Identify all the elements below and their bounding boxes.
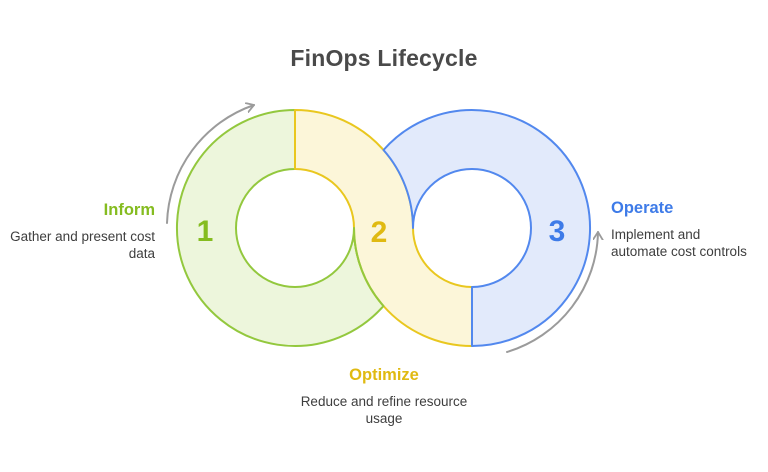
phase-number-1: 1 xyxy=(197,215,214,248)
operate-ring-segment xyxy=(382,109,592,347)
inform-flow-arrow-icon xyxy=(166,105,255,224)
inform-optimize-boundary xyxy=(353,227,385,307)
inform-description: Gather and present cost data xyxy=(10,229,155,261)
phase-number-3: 3 xyxy=(549,215,566,248)
operate-description: Implement and automate cost controls xyxy=(611,227,747,259)
phase-number-2: 2 xyxy=(371,216,388,249)
operate-label-block: Operate Implement and automate cost cont… xyxy=(611,199,747,260)
optimize-label: Optimize xyxy=(349,366,419,384)
inform-label: Inform xyxy=(103,201,155,219)
optimize-label-block: Optimize Reduce and refine resource usag… xyxy=(0,366,768,427)
operate-flow-arrow-icon xyxy=(506,231,598,353)
operate-label: Operate xyxy=(611,199,674,217)
page-title: FinOps Lifecycle xyxy=(290,45,478,71)
optimize-description: Reduce and refine resource usage xyxy=(300,394,468,426)
inform-label-block: Inform Gather and present cost data xyxy=(10,201,155,262)
